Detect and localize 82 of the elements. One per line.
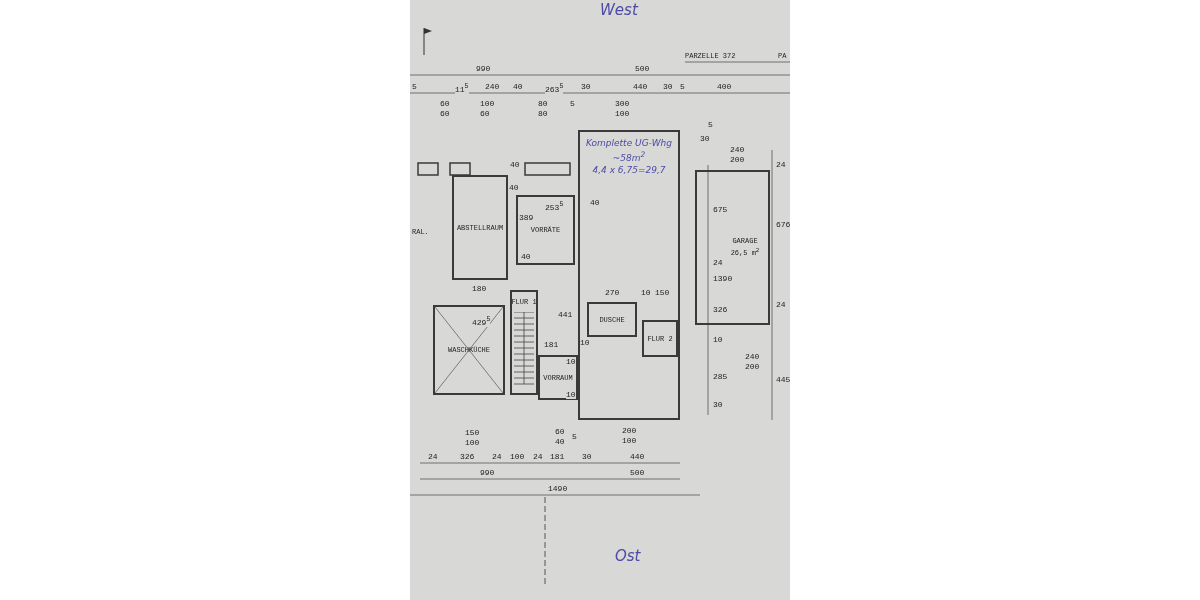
dimension-label: 990 (476, 64, 491, 73)
dimension-label: 1390 (713, 274, 733, 283)
dimension-label: 441 (558, 310, 573, 319)
dimension-label: 100 (615, 109, 630, 118)
dimension-label: 40 (521, 252, 531, 261)
dimension-label: 24 (713, 258, 723, 267)
dimension-label: 429$^{5}$ (472, 315, 491, 327)
compass-direction: West (600, 2, 638, 19)
dimension-label: 285 (713, 372, 728, 381)
dimension-label: 5 (570, 99, 575, 108)
dimension-label: 326 (460, 452, 475, 461)
dimension-label: 60 (480, 109, 490, 118)
room (695, 170, 770, 325)
dimension-label: 240 (485, 82, 500, 91)
dimension-label: 500 (635, 64, 650, 73)
compass-direction: Ost (615, 548, 641, 565)
dimension-label: 60 (440, 99, 450, 108)
dimension-label: 445 (776, 375, 791, 384)
dimension-label: 240 (745, 352, 760, 361)
dimension-label: 40 (555, 437, 565, 446)
dimension-label: 80 (538, 99, 548, 108)
dimension-label: 263$^{5}$ (545, 82, 564, 94)
dimension-label: 30 (713, 400, 723, 409)
dimension-label: 5 (572, 432, 577, 441)
dimension-label: 24 (533, 452, 543, 461)
room (452, 175, 508, 280)
dimension-label: 150 (465, 428, 480, 437)
dimension-label: 30 (663, 82, 673, 91)
dimension-label: 440 (630, 452, 645, 461)
handwritten-note: Komplette UG-Whg (586, 138, 672, 148)
dimension-label: 180 (472, 284, 487, 293)
dimension-label: 240 (730, 145, 745, 154)
dimension-label: 10 (713, 335, 723, 344)
dimension-label: 11$^{5}$ (455, 82, 469, 94)
dimension-label: 5 (412, 82, 417, 91)
dimension-label: 675 (713, 205, 728, 214)
dimension-label: 400 (717, 82, 732, 91)
room (587, 302, 637, 337)
dimension-label: 100 (622, 436, 637, 445)
dimension-label: 389 (519, 213, 534, 222)
dimension-label: 181 (550, 452, 565, 461)
dimension-label: 440 (633, 82, 648, 91)
dimension-label: 100 (510, 452, 525, 461)
dimension-label: 990 (480, 468, 495, 477)
dimension-label: 200 (730, 155, 745, 164)
dimension-label: 181 (544, 340, 559, 349)
dimension-label: 24 (492, 452, 502, 461)
dimension-label: 253$^{5}$ (545, 200, 564, 212)
dimension-label: 24 (776, 160, 786, 169)
room (578, 130, 680, 420)
dimension-label: 150 (655, 288, 670, 297)
dimension-label: 326 (713, 305, 728, 314)
dimension-label: 40 (590, 198, 600, 207)
dimension-label: 30 (700, 134, 710, 143)
dimension-label: 200 (745, 362, 760, 371)
dimension-label: 5 (680, 82, 685, 91)
room (510, 290, 538, 395)
room (516, 195, 575, 265)
dimension-label: 300 (615, 99, 630, 108)
dimension-label: 10 (641, 288, 651, 297)
dimension-label: 30 (581, 82, 591, 91)
dimension-label: 100 (465, 438, 480, 447)
dimension-label: 500 (630, 468, 645, 477)
dimension-label: 40 (510, 160, 520, 169)
dimension-label: 10 (580, 338, 590, 347)
dimension-label: 60 (555, 427, 565, 436)
room (642, 320, 678, 357)
dimension-label: 24 (428, 452, 438, 461)
dimension-label: 30 (582, 452, 592, 461)
dimension-label: 200 (622, 426, 637, 435)
dimension-label: 80 (538, 109, 548, 118)
handwritten-note: ~58m$^{2}$ (612, 150, 646, 163)
dimension-label: 60 (440, 109, 450, 118)
dimension-label: 10 (566, 357, 576, 366)
dimension-label: 5 (708, 120, 713, 129)
handwritten-note: 4,4 x 6,75=29,7 (592, 165, 666, 175)
dimension-label: 100 (480, 99, 495, 108)
dimension-label: 10 (566, 390, 576, 399)
dimension-label: 40 (513, 82, 523, 91)
dimension-label: 40 (509, 183, 519, 192)
dimension-label: 1490 (548, 484, 568, 493)
room (538, 355, 578, 400)
